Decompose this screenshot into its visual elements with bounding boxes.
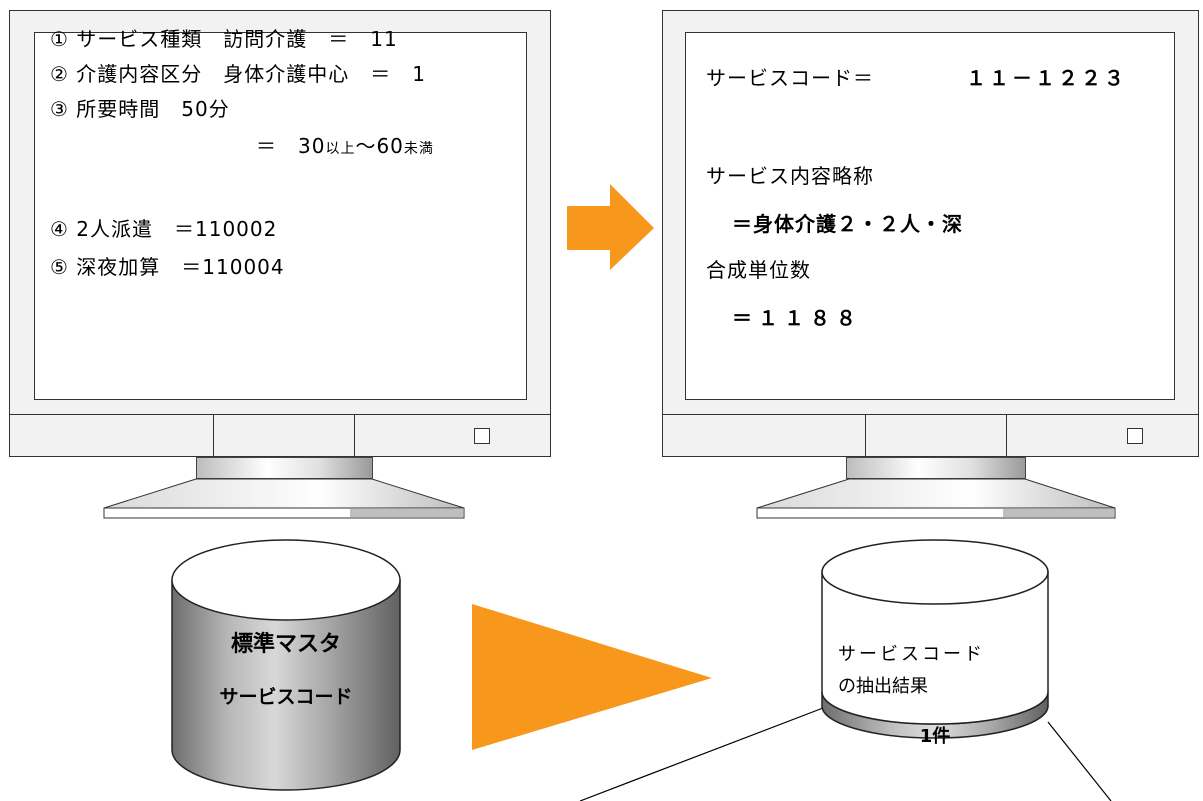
result-db-count: 1件 — [919, 726, 951, 747]
abbrev-value: ＝身体介護２・２人・深 — [732, 212, 963, 236]
right-arrow-icon — [567, 184, 654, 270]
result-screen — [685, 32, 1175, 400]
service-code-label: サービスコード＝ — [706, 66, 874, 90]
monitor-stand — [756, 478, 1116, 519]
input-line-2: ② 介護内容区分 身体介護中心 ＝ 1 — [50, 62, 427, 86]
bezel-divider — [354, 414, 355, 457]
abbrev-label: サービス内容略称 — [706, 164, 874, 188]
input-line-4: ④ 2人派遣 ＝110002 — [50, 217, 278, 241]
input-line-5: ⑤ 深夜加算 ＝110004 — [50, 255, 285, 279]
result-db-line1: サービスコード — [838, 644, 985, 665]
power-button-icon — [1127, 428, 1143, 444]
bezel-divider — [213, 414, 214, 457]
bezel-divider — [1006, 414, 1007, 457]
input-time-range: ＝ 30以上～60未満 — [256, 134, 434, 158]
master-db-title: 標準マスタ — [230, 632, 341, 657]
master-database-cylinder — [171, 539, 401, 791]
power-button-icon — [474, 428, 490, 444]
service-code-value: １１－１２２３ — [966, 66, 1127, 90]
extract-arrow-icon — [472, 604, 712, 750]
input-line-3: ③ 所要時間 50分 — [50, 97, 230, 121]
master-db-subtitle: サービスコード — [219, 686, 353, 708]
bezel-divider — [865, 414, 866, 457]
input-line-1: ① サービス種類 訪問介護 ＝ 11 — [50, 27, 398, 51]
monitor-stand — [103, 478, 465, 519]
result-db-line2: の抽出結果 — [838, 676, 928, 697]
units-value: ＝１１８８ — [732, 306, 862, 330]
input-screen — [34, 32, 527, 400]
result-database-cylinder — [821, 539, 1049, 739]
units-label: 合成単位数 — [706, 258, 811, 282]
